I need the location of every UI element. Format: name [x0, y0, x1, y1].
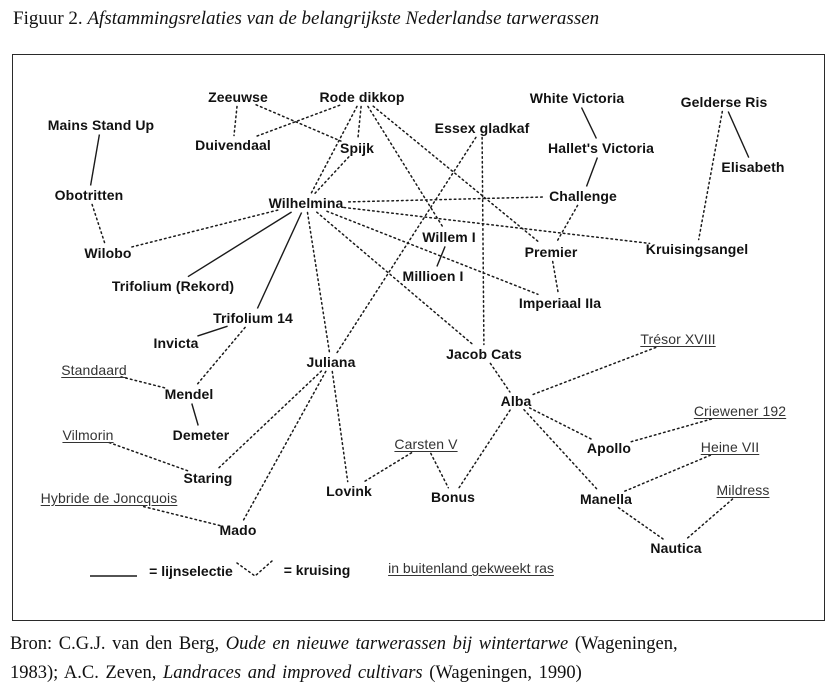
- node-heine-vii: Heine VII: [700, 439, 760, 455]
- figure-title-text: Afstammingsrelaties van de belangrijkste…: [87, 8, 600, 29]
- node-bonus: Bonus: [430, 489, 476, 505]
- node-jacob-cats: Jacob Cats: [446, 346, 522, 362]
- figure-title-prefix: Figuur 2.: [13, 8, 88, 29]
- node-white-victoria: White Victoria: [529, 90, 625, 106]
- node-mado: Mado: [219, 522, 257, 538]
- node-challenge: Challenge: [549, 188, 617, 204]
- node-spijk: Spijk: [340, 140, 374, 156]
- node-duivendaal: Duivendaal: [195, 137, 271, 153]
- legend-line-selection-label: = lijnselectie: [149, 563, 233, 579]
- legend-foreign-variety-label: in buitenland gekweekt ras: [388, 560, 554, 576]
- node-wilobo: Wilobo: [84, 245, 132, 261]
- source-work-title: Oude en nieuwe tarwerassen bij wintertar…: [225, 634, 569, 654]
- node-obotritten: Obotritten: [54, 187, 124, 203]
- node-staring: Staring: [183, 470, 233, 486]
- node-apollo: Apollo: [586, 440, 632, 456]
- node-tresor-xviii: Trésor XVIII: [640, 331, 716, 347]
- node-kruisingsangel: Kruisingsangel: [645, 241, 749, 257]
- figure-title: Figuur 2. Afstammingsrelaties van de bel…: [13, 8, 599, 30]
- source-text-segment: (Wageningen, 1990): [422, 663, 582, 683]
- node-trifolium-14: Trifolium 14: [213, 310, 293, 326]
- source-text-segment: Bron: C.G.J. van den Berg,: [10, 634, 226, 654]
- node-standaard: Standaard: [61, 362, 127, 378]
- node-zeeuwse: Zeeuwse: [208, 89, 268, 105]
- node-alba: Alba: [500, 393, 532, 409]
- node-hybride-de-joncquois: Hybride de Joncquois: [40, 490, 178, 506]
- node-wilhelmina: Wilhelmina: [268, 195, 344, 211]
- source-text-segment: 1983); A.C. Zeven,: [10, 663, 163, 683]
- node-rode-dikkop: Rode dikkop: [319, 89, 405, 105]
- node-essex-gladkaf: Essex gladkaf: [434, 120, 530, 136]
- node-mildress: Mildress: [716, 482, 770, 498]
- legend-cross-label: = kruising: [283, 562, 351, 578]
- node-manella: Manella: [579, 491, 633, 507]
- source-text-segment: (Wageningen,: [568, 634, 678, 654]
- node-nautica: Nautica: [650, 540, 702, 556]
- node-carsten-v: Carsten V: [394, 436, 458, 452]
- node-mains-stand-up: Mains Stand Up: [47, 117, 155, 133]
- node-mendel: Mendel: [164, 386, 214, 402]
- node-trifolium-rekord: Trifolium (Rekord): [111, 278, 235, 294]
- node-imperiaal-iia: Imperiaal IIa: [518, 295, 602, 311]
- node-millioen-i: Millioen I: [402, 268, 464, 284]
- node-gelderse-ris: Gelderse Ris: [680, 94, 768, 110]
- node-willem-i: Willem I: [422, 229, 476, 245]
- node-premier: Premier: [524, 244, 578, 260]
- node-juliana: Juliana: [306, 354, 356, 370]
- node-lovink: Lovink: [326, 483, 372, 499]
- node-hallets-victoria: Hallet's Victoria: [548, 140, 654, 156]
- node-invicta: Invicta: [153, 335, 199, 351]
- source-work-title: Landraces and improved cultivars: [162, 663, 423, 683]
- node-criewener-192: Criewener 192: [693, 403, 787, 419]
- node-vilmorin: Vilmorin: [62, 427, 114, 443]
- source-citation: Bron: C.G.J. van den Berg, Oude en nieuw…: [10, 630, 828, 688]
- node-demeter: Demeter: [172, 427, 230, 443]
- node-elisabeth: Elisabeth: [721, 159, 785, 175]
